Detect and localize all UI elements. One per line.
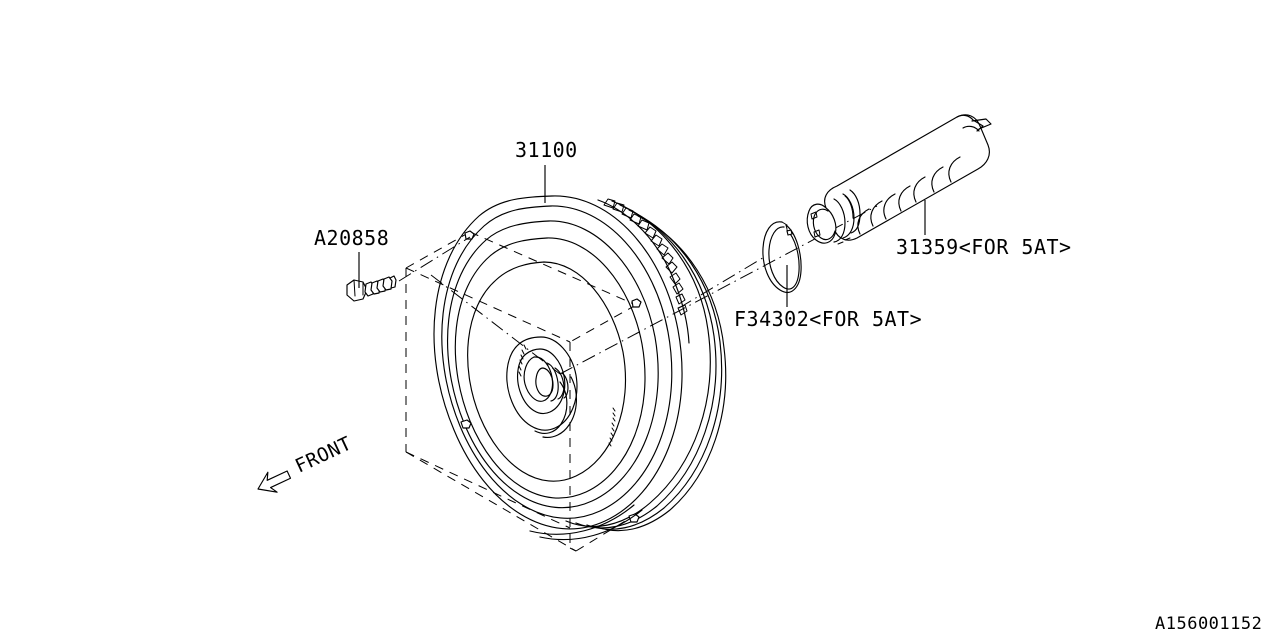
ring-gear-teeth [603,198,688,316]
bolt-holes [460,230,642,523]
hex-flange-bolt [346,275,397,302]
retaining-snap-ring [762,221,802,293]
leader-lines [358,165,926,307]
assembly-guide-lines [398,236,767,309]
label-a20858: A20858 [314,226,389,250]
drawing-id: A156001152 [1155,614,1262,634]
label-31359: 31359<FOR 5AT> [896,235,1072,259]
label-31100: 31100 [515,138,578,162]
label-f34302: F34302<FOR 5AT> [734,307,922,331]
torque-converter-assembly [433,195,727,541]
transmission-input-shaft [806,114,992,245]
